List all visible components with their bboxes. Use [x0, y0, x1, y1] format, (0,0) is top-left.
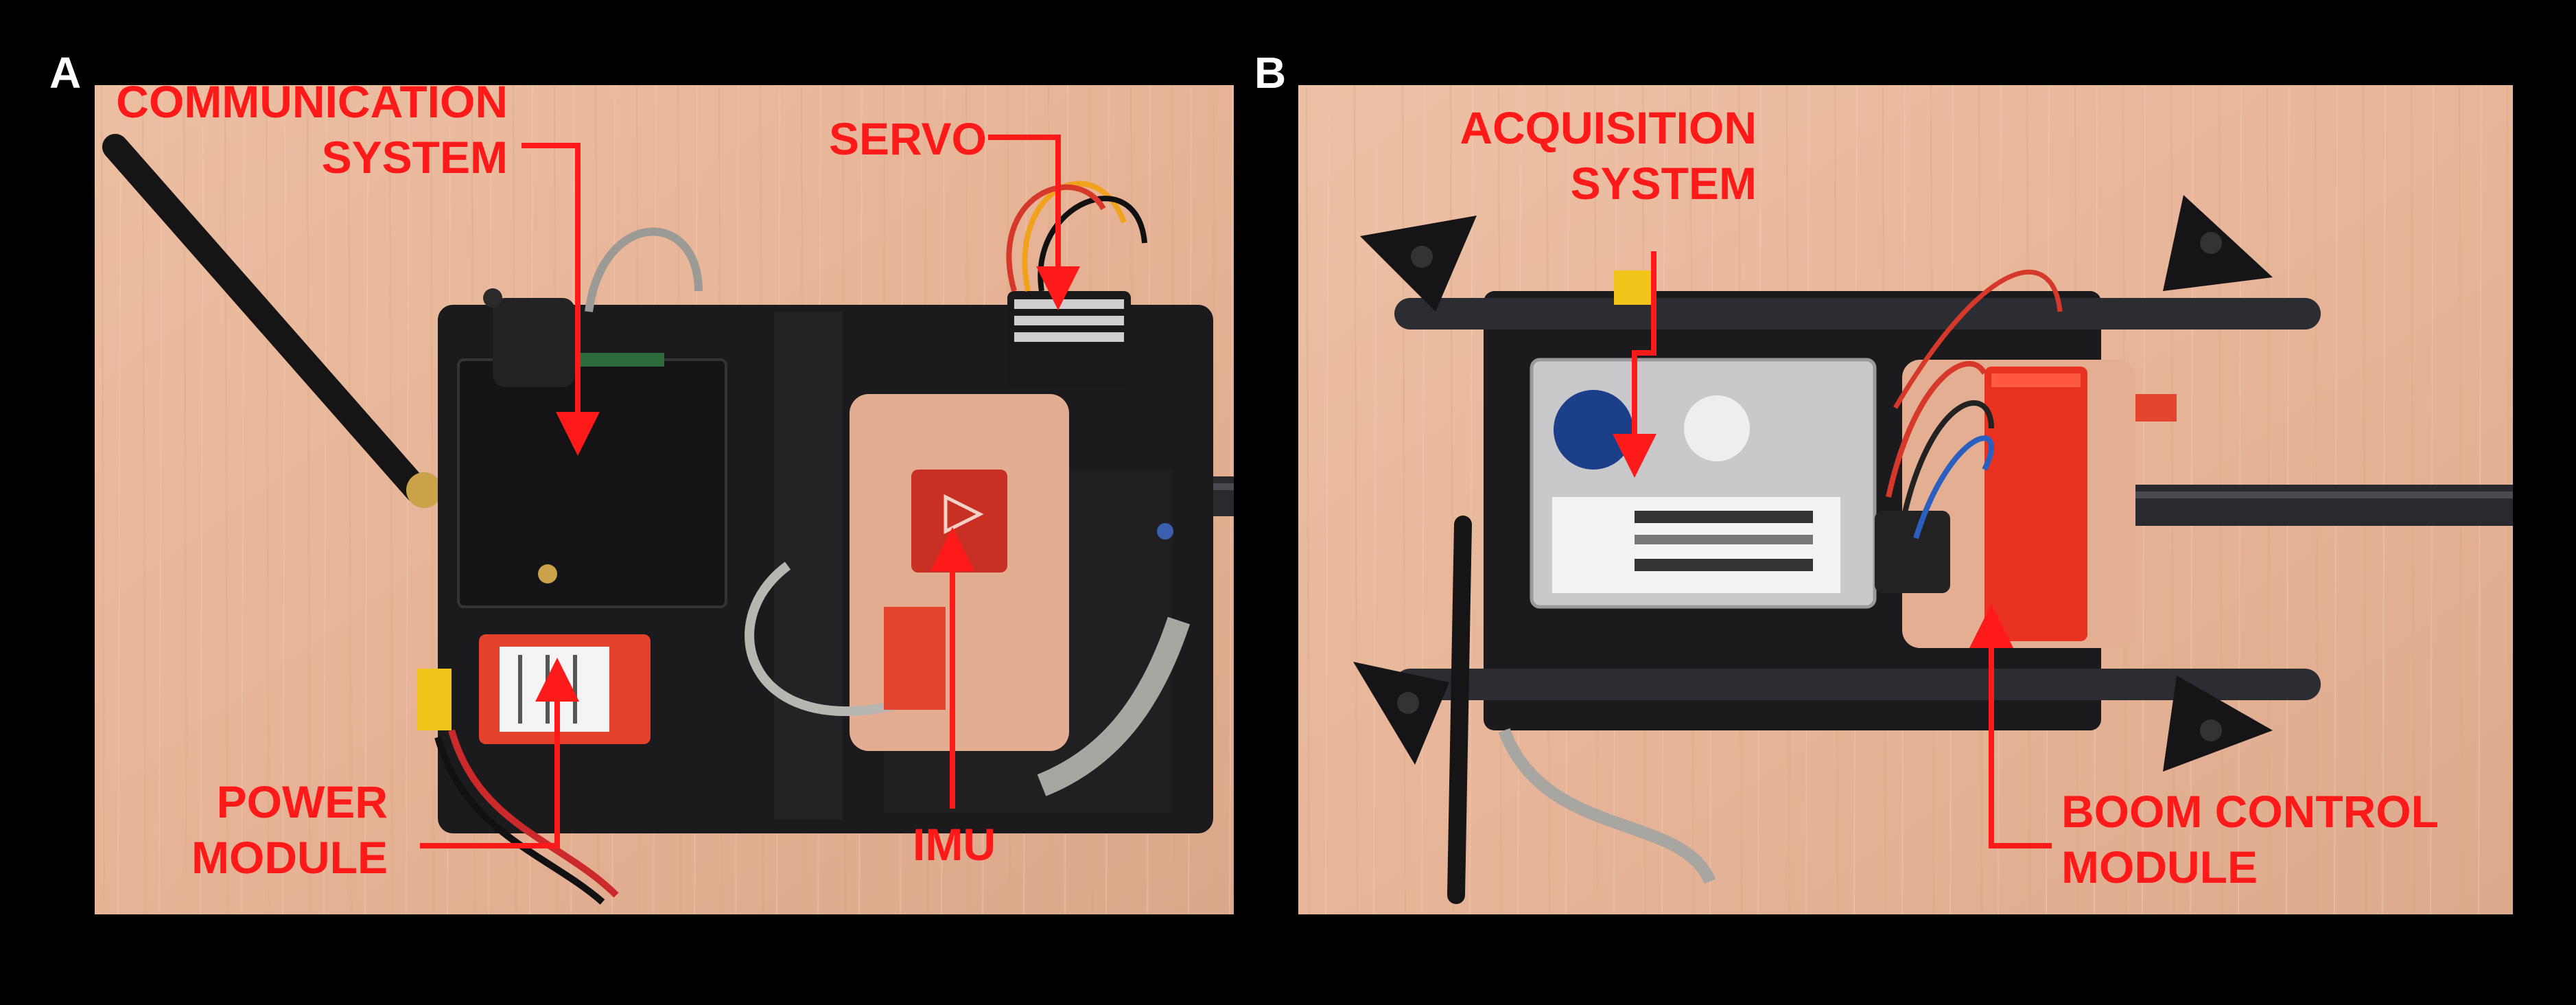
label-line: SYSTEM: [1570, 157, 1757, 209]
label-line: SYSTEM: [321, 131, 508, 183]
antenna: [102, 134, 430, 503]
panel-letter-a: A: [49, 48, 82, 97]
arrow-servo: [988, 135, 1080, 310]
label-line: POWER: [216, 776, 388, 827]
photo-panel-b: [1298, 85, 2513, 914]
arrow-boom: [1969, 604, 2052, 848]
label-line: MODULE: [191, 831, 388, 883]
label-line: ACQUISITION: [1460, 102, 1757, 153]
label-imu: IMU: [913, 817, 996, 873]
antenna: [1447, 516, 1472, 904]
label-communication-system: COMMUNICATION SYSTEM: [96, 74, 508, 185]
arrow-power: [420, 658, 579, 848]
label-servo: SERVO: [829, 111, 987, 167]
panel-letter-b: B: [1254, 48, 1287, 97]
arrow-communication: [522, 143, 600, 456]
label-line: COMMUNICATION: [116, 76, 508, 127]
boom-control-module: [1984, 367, 2087, 641]
arrow-acquisition: [1613, 251, 1656, 478]
photo-panel-a: [95, 85, 1234, 914]
label-acquisition-system: ACQUISITION SYSTEM: [1414, 100, 1757, 211]
label-line: IMU: [913, 819, 996, 870]
label-boom-control-module: BOOM CONTROL MODULE: [2061, 784, 2439, 894]
label-line: SERVO: [829, 113, 987, 164]
label-line: BOOM CONTROL: [2061, 786, 2439, 837]
label-line: MODULE: [2061, 841, 2258, 892]
label-power-module: POWER MODULE: [124, 774, 388, 885]
